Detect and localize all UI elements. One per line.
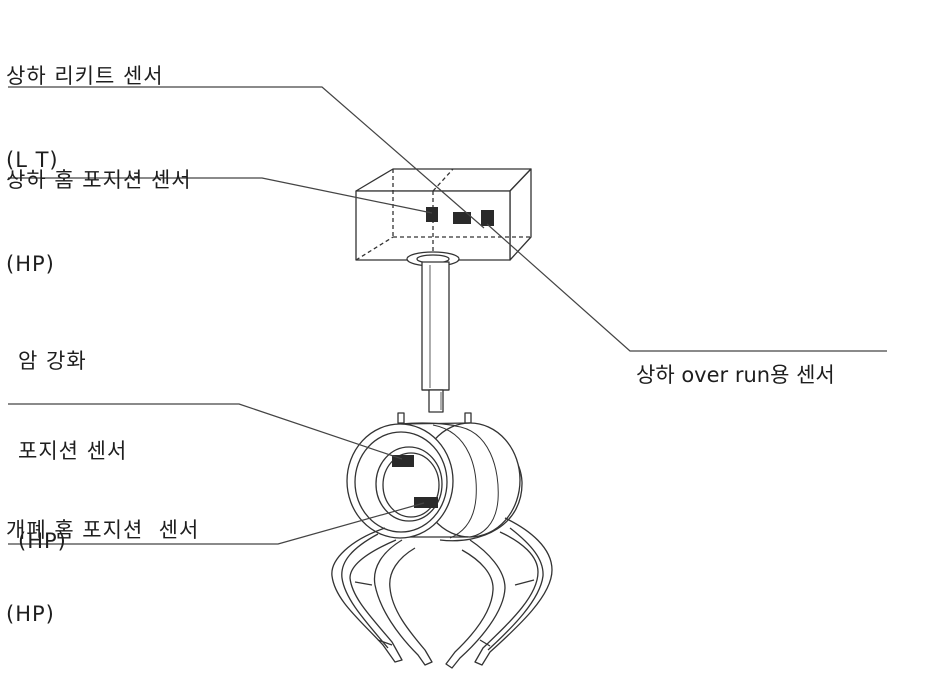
overrun-sensor-block <box>481 210 494 226</box>
vertical-overrun-sensor-label: 상하 over run용 센서 <box>636 305 835 445</box>
open-close-home-sensor-code: (HP) <box>6 602 55 626</box>
vertical-limit-sensor-code: (L T) <box>6 148 59 172</box>
vertical-home-sensor-code: (HP) <box>6 252 55 276</box>
open-close-home-sensor-title: 개폐 홈 포지션 센서 <box>6 518 200 542</box>
arm-reinforce-sensor-code: (HP) <box>18 529 67 553</box>
home-sensor-block <box>426 207 438 222</box>
sensor-housing-box <box>355 168 532 261</box>
vertical-home-sensor-title: 상하 홈 포지션 센서 <box>6 168 192 192</box>
open-close-sensor-block <box>414 497 438 508</box>
arm-reinforce-sensor-title2: 포지션 센서 <box>18 439 128 463</box>
rotary-drum <box>346 422 523 542</box>
gripper-sensor-diagram: 상하 리키트 센서 (L T) 상하 홈 포지션 센서 (HP) 암 강화 포지… <box>6 6 887 669</box>
vertical-limit-sensor-label: 상하 리키트 센서 (L T) <box>6 6 164 230</box>
arm-reinforce-sensor-title1: 암 강화 <box>18 349 87 373</box>
vertical-limit-sensor-title: 상하 리키트 센서 <box>6 64 164 88</box>
open-close-home-sensor-label: 개폐 홈 포지션 센서 (HP) <box>6 460 199 684</box>
vertical-overrun-sensor-title: 상하 over run용 센서 <box>636 363 835 387</box>
vertical-home-sensor-label: 상하 홈 포지션 센서 (HP) <box>6 110 192 334</box>
leader-lines <box>8 86 887 545</box>
gripper-drawing <box>8 86 887 669</box>
arm-reinforce-sensor-label: 암 강화 포지션 센서 (HP) <box>18 286 127 616</box>
vertical-shaft <box>421 261 450 413</box>
gripper-fingers <box>331 517 553 669</box>
limit-sensor-block <box>453 212 471 224</box>
